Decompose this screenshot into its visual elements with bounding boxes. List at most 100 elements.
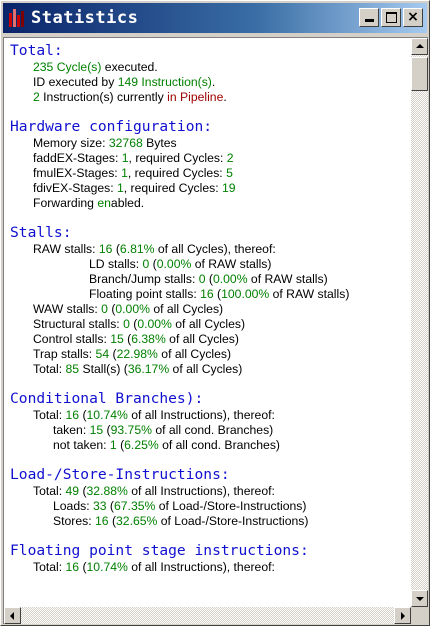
stat-value: 0	[142, 257, 150, 271]
stat-text: Structural stalls:	[33, 317, 124, 331]
stat-text: Total:	[33, 484, 66, 498]
scroll-down-button[interactable]	[411, 590, 428, 607]
stat-line: not taken: 1 (6.25% of all cond. Branche…	[10, 438, 405, 453]
stat-value: en	[97, 196, 111, 210]
stat-line: fmulEX-Stages: 1, required Cycles: 5	[10, 166, 405, 181]
stat-line: fdivEX-Stages: 1, required Cycles: 19	[10, 181, 405, 196]
resize-grip[interactable]	[411, 607, 428, 624]
stat-line: Floating point stalls: 16 (100.00% of RA…	[10, 287, 405, 302]
vertical-scroll-thumb[interactable]	[411, 57, 428, 91]
stat-value: 0	[198, 272, 206, 286]
stat-text: WAW stalls:	[33, 302, 102, 316]
stat-text: Loads:	[53, 499, 93, 513]
stat-text: of all Cycles)	[169, 362, 243, 376]
close-button[interactable]: ×	[403, 8, 423, 27]
horizontal-scrollbar[interactable]	[4, 607, 411, 624]
stat-text: of RAW stalls)	[247, 272, 328, 286]
statistics-content: Total:235 Cycle(s) executed.ID executed …	[10, 42, 405, 605]
stat-text: (	[103, 423, 111, 437]
stat-text: , required Cycles:	[128, 151, 227, 165]
stat-text: (	[106, 499, 114, 513]
stat-line: RAW stalls: 16 (6.81% of all Cycles), th…	[10, 242, 405, 257]
arrow-down-icon	[416, 597, 424, 601]
stat-text: (	[79, 560, 87, 574]
stat-value: 10.74%	[86, 408, 128, 422]
stat-text: not taken:	[53, 438, 110, 452]
stat-line: Memory size: 32768 Bytes	[10, 136, 405, 151]
stat-line: Total: 49 (32.88% of all Instructions), …	[10, 484, 405, 499]
stat-text: of all Cycles)	[149, 302, 224, 316]
stat-text: (	[108, 514, 117, 528]
stat-value: 22.98%	[116, 347, 158, 361]
stat-line: Branch/Jump stalls: 0 (0.00% of RAW stal…	[10, 272, 405, 287]
stat-value: 6.38%	[131, 332, 166, 346]
stat-text: of all Cycles)	[157, 347, 232, 361]
scroll-left-button[interactable]	[4, 607, 21, 624]
stat-text: fmulEX-Stages:	[33, 166, 122, 180]
stat-text: of all Cycles), thereof:	[154, 242, 276, 256]
arrow-left-icon	[10, 612, 14, 620]
stat-text: fdivEX-Stages:	[33, 181, 117, 195]
stat-value: 93.75%	[110, 423, 152, 437]
stat-text: (	[107, 302, 116, 316]
stat-highlight: in Pipeline	[167, 90, 224, 104]
window-title: Statistics	[31, 8, 139, 28]
stat-value: 2	[226, 151, 234, 165]
maximize-button[interactable]	[381, 8, 401, 27]
stat-value: 32768	[108, 136, 143, 150]
stat-value: 49	[65, 484, 80, 498]
stat-value: 16	[65, 408, 80, 422]
stat-value: 32.65%	[116, 514, 158, 528]
stat-text: LD stalls:	[89, 257, 143, 271]
title-bar[interactable]: Statistics ×	[3, 3, 427, 33]
section-heading: Stalls:	[10, 224, 72, 241]
scroll-right-button[interactable]	[394, 607, 411, 624]
stat-value: 1	[121, 166, 128, 180]
stat-line: Trap stalls: 54 (22.98% of all Cycles)	[10, 347, 405, 362]
stat-line: ID executed by 149 Instruction(s).	[10, 75, 405, 90]
stat-value: 15	[89, 423, 104, 437]
stat-line: taken: 15 (93.75% of all cond. Branches)	[10, 423, 405, 438]
stat-value: 0	[123, 317, 130, 331]
vertical-scrollbar[interactable]	[411, 38, 428, 607]
stat-text: Total:	[33, 408, 66, 422]
stat-text: Bytes	[142, 136, 177, 150]
stat-text: ID executed by	[33, 75, 118, 89]
stat-text: (	[79, 408, 87, 422]
section-heading: Floating point stage instructions:	[10, 542, 309, 559]
scroll-up-button[interactable]	[411, 38, 428, 55]
stat-text: of Load-/Store-Instructions)	[155, 499, 307, 513]
stat-text: (	[109, 347, 117, 361]
stat-value: 16	[98, 242, 113, 256]
stat-text: Instruction(s) currently	[39, 90, 168, 104]
stat-value: 6.81%	[119, 242, 155, 256]
stat-text: of RAW stalls)	[191, 257, 272, 271]
stat-text: Forwarding	[33, 196, 98, 210]
stat-text: (	[205, 272, 213, 286]
stat-value: 6.25%	[124, 438, 159, 452]
stat-line: Total: 16 (10.74% of all Instructions), …	[10, 560, 405, 575]
stat-line: Forwarding enabled.	[10, 196, 405, 211]
stat-text: executed.	[101, 60, 158, 74]
stat-value: 2	[33, 90, 40, 104]
section-heading: Conditional Branches):	[10, 390, 204, 407]
stat-value: 10.74%	[86, 560, 128, 574]
stat-value: 16	[65, 560, 80, 574]
section-heading: Total:	[10, 42, 63, 59]
stat-text: of all cond. Branches)	[158, 438, 280, 452]
stat-value: 36.17%	[127, 362, 170, 376]
stat-value: 1	[109, 438, 117, 452]
stat-text: Branch/Jump stalls:	[89, 272, 199, 286]
section-heading: Hardware configuration:	[10, 118, 213, 135]
stat-text: .	[211, 75, 216, 89]
stat-value: 5	[226, 166, 233, 180]
stat-value: 0.00%	[137, 317, 172, 331]
stat-line: Total: 16 (10.74% of all Instructions), …	[10, 408, 405, 423]
stat-text: Trap stalls:	[33, 347, 96, 361]
stat-text: , required Cycles:	[127, 166, 227, 180]
stat-value: 0	[101, 302, 108, 316]
stat-line: Control stalls: 15 (6.38% of all Cycles)	[10, 332, 405, 347]
stat-text: Total:	[33, 362, 66, 376]
minimize-button[interactable]	[359, 8, 379, 27]
